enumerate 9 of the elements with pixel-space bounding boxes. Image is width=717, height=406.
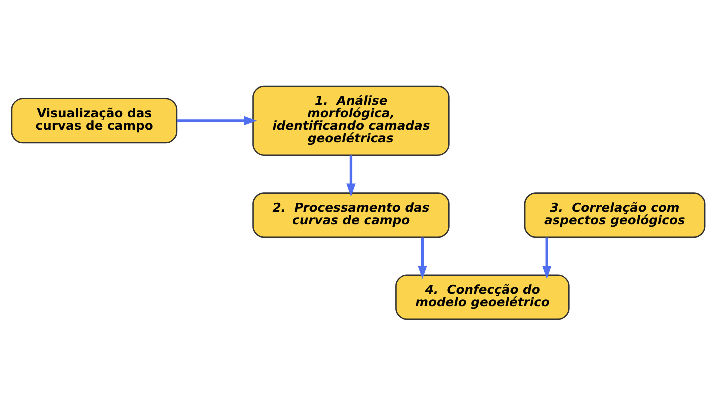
arrow [177,116,258,126]
node-box: 3. Correlação com aspectos geológicos [524,192,706,238]
node-box: 4. Confecção do modelo geoelétrico [396,274,570,320]
arrow [346,156,356,198]
node-box: Visualização das curvas de campo [11,98,178,144]
node-box: 1. Análise morfológica, identificando camadas geoelétricas [252,86,450,156]
arrow [418,238,428,280]
arrow [542,238,552,280]
node-box: 2. Processamento das curvas de campo [252,192,450,238]
